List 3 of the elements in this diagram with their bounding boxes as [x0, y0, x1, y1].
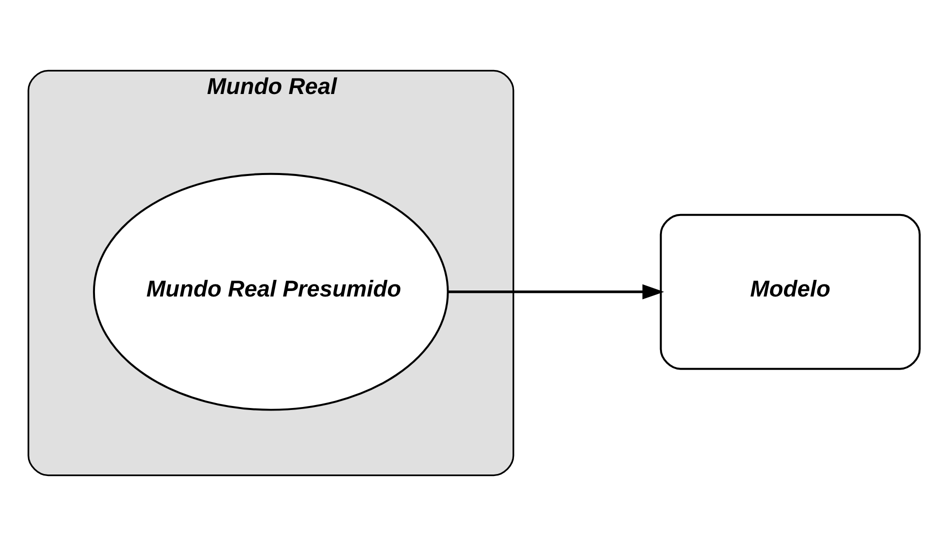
node-box: Modelo — [660, 213, 921, 370]
node-ellipse: Mundo Real Presumido — [92, 172, 449, 410]
arrow — [448, 284, 664, 299]
